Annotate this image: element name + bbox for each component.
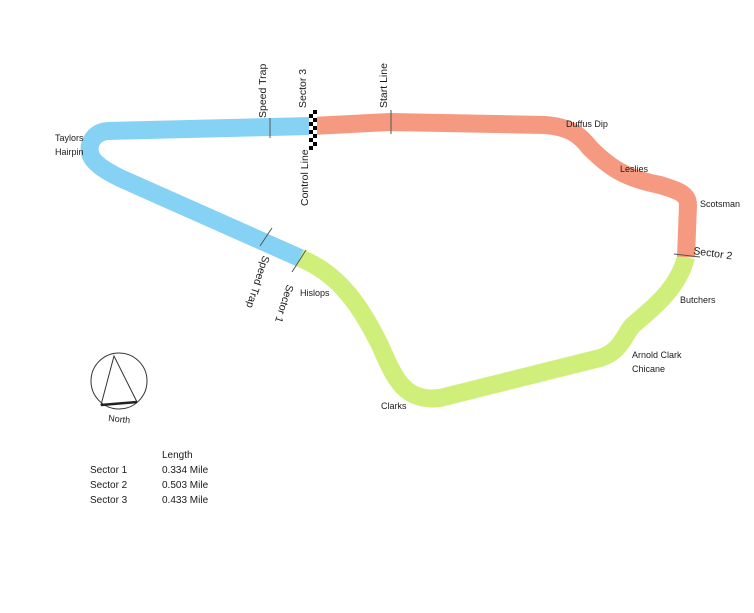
sector-2-label: Sector 2 — [693, 245, 734, 262]
sector-name: Sector 1 — [90, 465, 128, 476]
north-compass: North — [90, 352, 148, 425]
leslies-label: Leslies — [620, 164, 649, 174]
speed-trap-bottom-label: Speed Trap — [243, 254, 271, 309]
scotsman-label: Scotsman — [700, 199, 740, 209]
butchers-label: Butchers — [680, 295, 716, 305]
control-line-label: Control Line — [299, 149, 311, 206]
sector-length: 0.334 Mile — [162, 465, 209, 476]
clarks-label: Clarks — [381, 401, 407, 411]
duffus-dip-label: Duffus Dip — [566, 119, 608, 129]
arnold-clark-label-1: Arnold Clark — [632, 350, 682, 360]
sector-length: 0.433 Mile — [162, 495, 209, 506]
north-label: North — [108, 413, 131, 425]
sector-1-label: Sector 1 — [272, 283, 296, 324]
table-row: Sector 3 0.433 Mile — [90, 493, 252, 508]
sector-length: 0.503 Mile — [162, 480, 209, 491]
speed-trap-bottom-line — [259, 227, 273, 247]
sector-name: Sector 2 — [90, 480, 128, 491]
sector-3-track — [80, 117, 313, 267]
taylors-hairpin-label-1: Taylors — [55, 133, 84, 143]
arnold-clark-label-2: Chicane — [632, 364, 665, 374]
sector-1-track — [296, 249, 695, 408]
sector-3-label: Sector 3 — [297, 69, 309, 108]
hislops-label: Hislops — [300, 288, 330, 298]
start-line-label: Start Line — [378, 63, 390, 108]
table-row: Sector 2 0.503 Mile — [90, 478, 252, 493]
sector-2-line — [673, 253, 701, 258]
length-header: Length — [162, 450, 193, 461]
sector-lengths-table: Length Sector 1 0.334 Mile Sector 2 0.50… — [90, 448, 252, 508]
table-row: Sector 1 0.334 Mile — [90, 463, 252, 478]
taylors-hairpin-label-2: Hairpin — [55, 147, 84, 157]
sector-2-track — [311, 113, 697, 258]
control-line-checkered — [309, 110, 317, 150]
sector-name: Sector 3 — [90, 495, 128, 506]
table-header-row: Length — [90, 448, 252, 463]
sector-1-line — [291, 249, 307, 273]
speed-trap-top-label: Speed Trap — [257, 64, 269, 118]
